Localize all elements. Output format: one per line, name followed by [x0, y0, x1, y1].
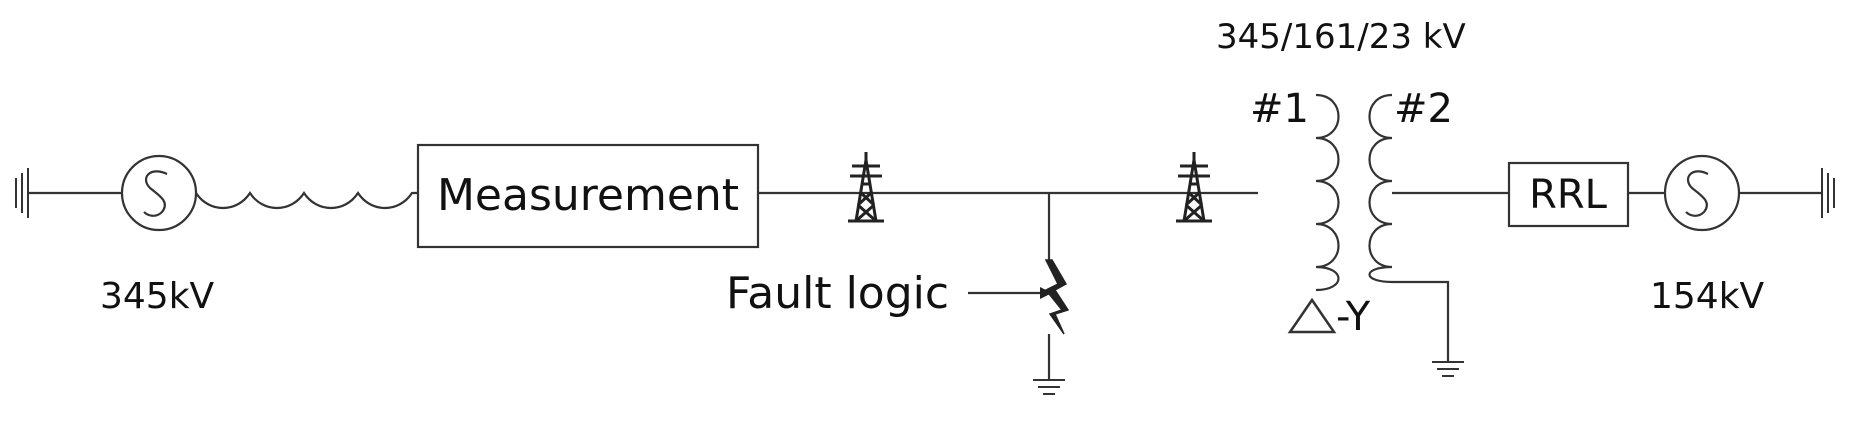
transformer-winding-1-icon — [1315, 93, 1340, 292]
transformer-neutral-wire — [1392, 280, 1450, 362]
transmission-tower-icon — [848, 152, 884, 223]
left-source-icon — [120, 154, 198, 232]
winding-2-label: #2 — [1394, 86, 1453, 132]
measurement-block[interactable]: Measurement — [416, 143, 760, 249]
left-ground-icon — [15, 168, 29, 218]
transformer-ground-icon — [1432, 361, 1464, 377]
measurement-label: Measurement — [437, 170, 739, 221]
rrl-block[interactable]: RRL — [1507, 161, 1630, 228]
transformer-winding-2-icon — [1368, 93, 1393, 284]
delta-connection-icon — [1287, 297, 1337, 334]
right-source-icon — [1663, 154, 1741, 232]
line-impedance-icon — [195, 190, 418, 209]
fault-lightning-icon — [1044, 259, 1070, 335]
winding-1-label: #1 — [1250, 86, 1309, 132]
transmission-tower-icon — [1176, 152, 1212, 223]
fault-logic-label: Fault logic — [726, 268, 949, 319]
left-source-voltage: 345kV — [100, 276, 215, 317]
right-ground-icon — [1821, 168, 1835, 218]
fault-arrow-icon — [968, 287, 1052, 299]
transformer-rating: 345/161/23 kV — [1216, 17, 1466, 57]
right-source-voltage: 154kV — [1650, 276, 1765, 317]
fault-ground-icon — [1033, 379, 1065, 395]
wye-connection-label: -Y — [1336, 294, 1371, 340]
rrl-label: RRL — [1529, 172, 1608, 218]
